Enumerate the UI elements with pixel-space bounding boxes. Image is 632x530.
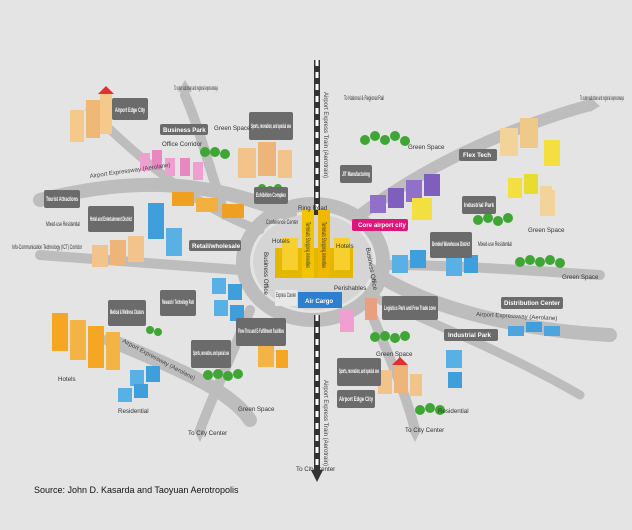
business-office-left-label: Business Office bbox=[262, 252, 269, 295]
terminal-tower-right bbox=[318, 210, 330, 278]
industrial-park-right-label: Industrial Park bbox=[464, 202, 494, 209]
expressway-lower-left bbox=[103, 333, 257, 427]
green-space-right-label: Green Space bbox=[562, 274, 599, 281]
conference-center-label: Conference Center bbox=[266, 219, 298, 226]
airport-edge-city-top-label: Airport Edge City bbox=[115, 107, 145, 114]
residential-lower-right-label: Residential bbox=[438, 408, 469, 415]
core-airport-city-label: Core airport city bbox=[358, 222, 406, 229]
hotels-core-right-label: Hotels bbox=[336, 243, 354, 250]
to-outer-right-label: To outer suburban and regional expresswa… bbox=[580, 95, 624, 102]
office-corridor-label: Office Corridor bbox=[162, 141, 202, 148]
sports-top-label: Sports, recreation, and special use bbox=[251, 123, 291, 130]
hotels-core-left-label: Hotels bbox=[272, 238, 290, 245]
terminals-amenities-label: Terminals Shopping Amenities bbox=[304, 222, 311, 268]
business-park-label: Business Park bbox=[163, 127, 206, 134]
hotel-block-left bbox=[282, 238, 298, 270]
label-boxes bbox=[44, 98, 563, 408]
airport-express-train-top-label: Airport Express Train (Aerotrain) bbox=[322, 92, 328, 178]
sports-lower-right-label: Sports, recreation, and special use bbox=[339, 368, 379, 375]
terminals-amenities-2-label: Terminals Shopping Amenities bbox=[320, 222, 327, 268]
to-city-center-right-label: To City Center bbox=[405, 427, 444, 434]
hotels-lower-label: Hotels bbox=[58, 376, 76, 383]
industrial-park-lower-label: Industrial Park bbox=[448, 332, 492, 339]
green-space-lower-label: Green Space bbox=[238, 406, 275, 413]
green-space-lower-mid-label: Green Space bbox=[376, 351, 413, 358]
aerotrain-rail bbox=[311, 60, 323, 482]
exhibition-complex-label: Exhibition Complex bbox=[256, 192, 286, 199]
ring-road bbox=[236, 197, 390, 327]
research-park-label: Research / Technology Park bbox=[162, 299, 194, 306]
green-space-right-mid-label: Green Space bbox=[528, 227, 565, 234]
airport-express-train-bottom-label: Airport Express Train (Aerotrain) bbox=[322, 380, 328, 466]
green-space-top-label: Green Space bbox=[214, 125, 251, 132]
mixed-use-residential-left-label: Mixed-use Residential bbox=[46, 221, 80, 228]
arrow-down-right-icon bbox=[409, 430, 421, 442]
to-city-center-mid-label: To City Center bbox=[296, 466, 335, 473]
distribution-center-label: Distribution Center bbox=[504, 300, 561, 307]
tourist-attractions-label: Tourist Attractions bbox=[46, 196, 78, 203]
arrow-up-right-icon bbox=[588, 96, 600, 112]
arrows bbox=[178, 80, 600, 442]
residential-lower-left-label: Residential bbox=[118, 408, 149, 415]
air-cargo-label: Air Cargo bbox=[305, 298, 333, 305]
flex-tech-label: Flex Tech bbox=[463, 152, 491, 159]
retail-wholesale-label: Retail/wholesale bbox=[192, 243, 241, 250]
jit-manufacturing-label: JIT Manufacturing bbox=[342, 171, 370, 178]
arrow-up-left-icon bbox=[178, 80, 192, 92]
arrow-down-left-icon bbox=[194, 430, 206, 442]
to-outer-left-label: To outer suburban and regional expresswa… bbox=[174, 85, 218, 92]
airport-expressway-right-label: Airport Expressway (Aerolane) bbox=[476, 312, 558, 322]
arrow-down-icon bbox=[311, 470, 323, 482]
source-caption: Source: John D. Kasarda and Taoyuan Aero… bbox=[34, 485, 239, 495]
perishables-label: Perishables bbox=[334, 285, 366, 292]
green-space-jit-label: Green Space bbox=[408, 144, 445, 151]
ict-corridor-label: Info-Communication Technology (ICT) Corr… bbox=[12, 244, 82, 251]
core-terminal bbox=[275, 210, 353, 308]
express-courier-label: Express Courier bbox=[276, 292, 296, 299]
hotel-entertainment-label: Hotel and Entertainment District bbox=[90, 216, 132, 223]
bonded-warehouse-label: Bonded Warehouse District bbox=[432, 241, 470, 248]
flow-thru-label: Flow-Thru and E-Fulfillment Facilities bbox=[238, 328, 284, 335]
airport-edge-city-lower-label: Airport Edge City bbox=[339, 396, 373, 403]
buildings bbox=[52, 86, 560, 402]
label-texts: Airport Edge City Business Park Sports, … bbox=[46, 107, 561, 403]
plain-labels: To outer suburban and regional expresswa… bbox=[12, 85, 624, 473]
sports-lower-label: Sports, recreation, and special use bbox=[193, 350, 229, 357]
terminal-tower-left bbox=[302, 210, 314, 278]
to-national-rail-label: To National & Regional Rail bbox=[344, 95, 384, 102]
mixed-use-residential-right-label: Mixed-use Residential bbox=[478, 241, 512, 248]
air-cargo-box bbox=[298, 292, 342, 308]
core-airport-city-banner bbox=[352, 219, 408, 231]
medical-wellness-label: Medical & Wellness Clusters bbox=[110, 309, 144, 316]
to-city-center-left-label: To City Center bbox=[188, 430, 227, 437]
expressway-right bbox=[363, 263, 617, 342]
road-left-mid bbox=[35, 250, 245, 275]
hotel-block-right bbox=[334, 238, 350, 270]
express-courier-box bbox=[275, 290, 297, 306]
logistics-park-label: Logistics Park and Free Trade zone bbox=[384, 305, 436, 312]
ring-road-label: Ring Road bbox=[298, 205, 328, 212]
